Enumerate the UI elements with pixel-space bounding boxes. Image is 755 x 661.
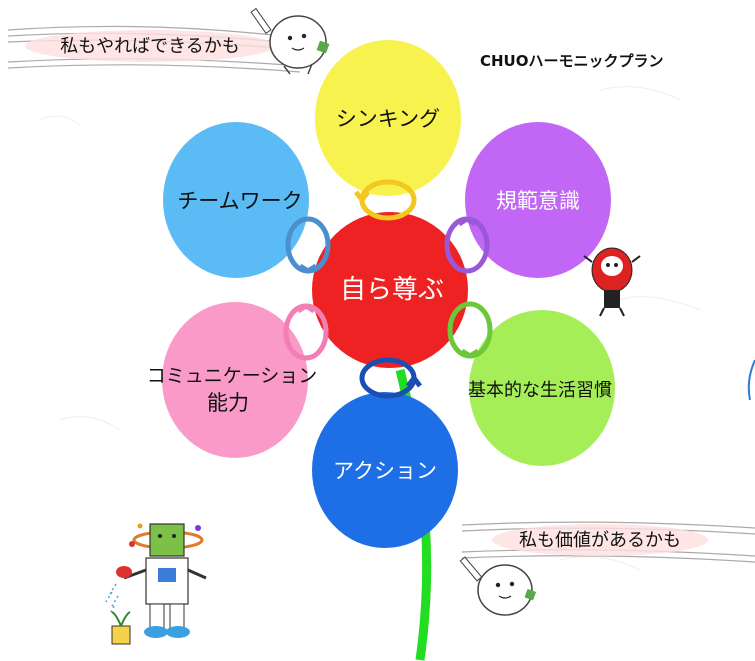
right-edge-fragment: [747, 359, 755, 401]
robot-watering-icon: [105, 523, 207, 645]
banner-bottom-text: 私も価値があるかも: [519, 530, 681, 551]
cycle-arrow-icons: [283, 179, 493, 399]
petal-label-habits: 基本的な生活習慣: [468, 380, 612, 401]
cycle-arrow-habits-icon: [447, 301, 493, 359]
petal-teamwork: [163, 122, 309, 278]
petal-thinking: [315, 40, 461, 196]
petal-label-thinking: シンキング: [336, 107, 440, 131]
background-texture: [39, 86, 701, 571]
banner-top: 私もやればできるかも: [7, 25, 301, 73]
petal-habits: [469, 310, 615, 466]
daruma-icon: [583, 247, 641, 317]
cycle-arrow-action-icon: [359, 357, 422, 399]
petals: [162, 40, 615, 548]
cycle-arrow-communication-icon: [283, 303, 329, 361]
center-label: 自ら尊ぶ: [340, 275, 444, 305]
plan-title: CHUOハーモニックプラン: [480, 52, 664, 70]
cycle-arrow-thinking-icon: [354, 179, 417, 221]
petal-label-norms: 規範意識: [496, 189, 580, 213]
banner-top-text: 私もやればできるかも: [60, 36, 240, 57]
petal-label-action: アクション: [333, 459, 437, 483]
petal-label-communication-line2: 能力: [207, 391, 249, 415]
petal-norms: [465, 122, 611, 278]
banner-bottom: 私も価値があるかも: [461, 521, 755, 563]
petal-communication: [162, 302, 308, 458]
cycle-arrow-norms-icon: [444, 216, 490, 274]
mascot-top-icon: [250, 7, 330, 75]
petal-label-teamwork: チームワーク: [177, 189, 302, 213]
flower-center: [312, 212, 468, 368]
petal-label-communication-line1: コミュニケーション: [147, 365, 318, 387]
mascot-bottom-icon: [459, 556, 537, 616]
cycle-arrow-teamwork-icon: [285, 216, 331, 274]
petal-action: [312, 392, 458, 548]
